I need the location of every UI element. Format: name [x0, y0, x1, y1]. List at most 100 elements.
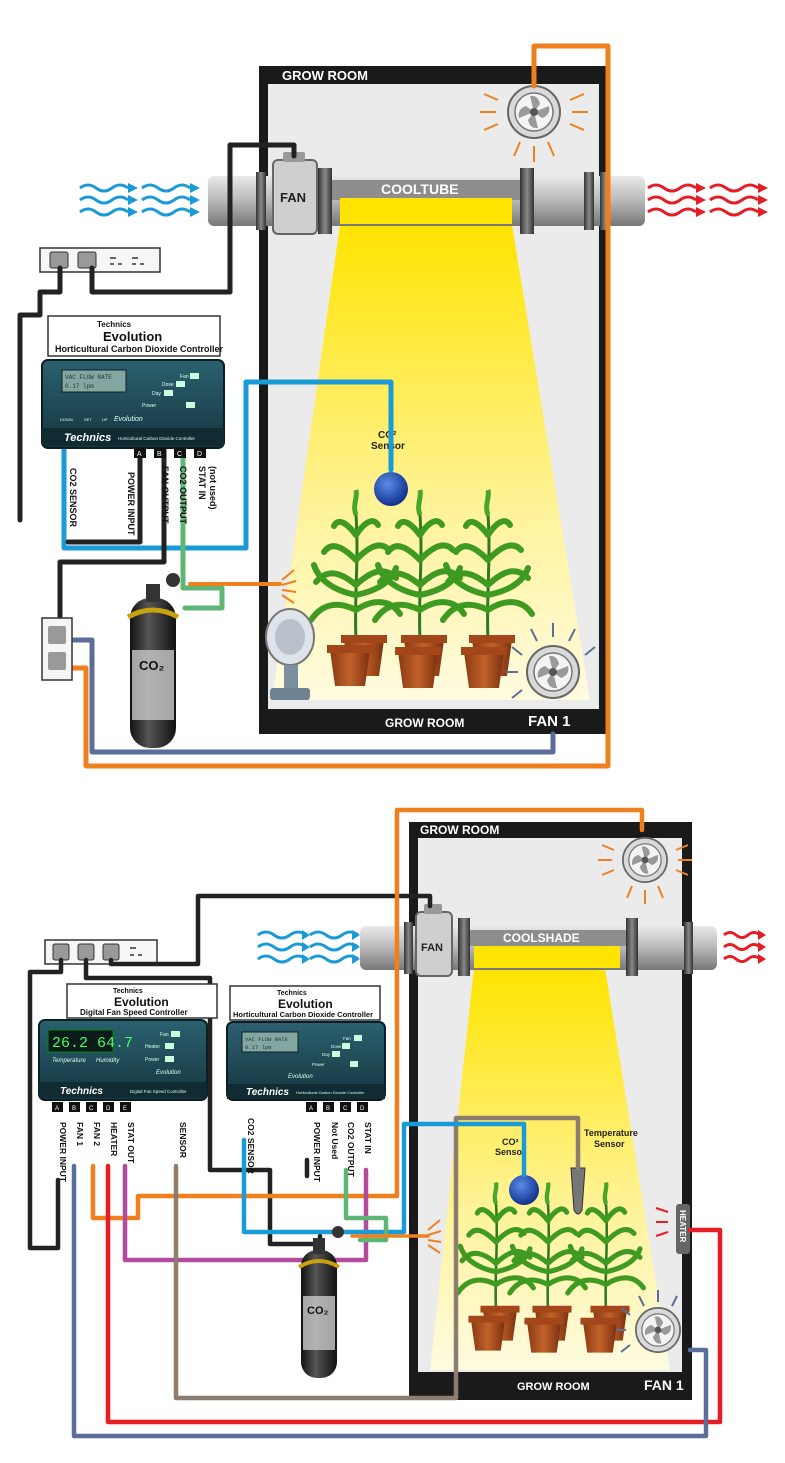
label-power-input-3: POWER INPUT — [312, 1122, 322, 1183]
fan1-unit-2 — [635, 1307, 681, 1353]
co2-controller-1-ind-3: Day — [152, 391, 161, 397]
fan1-air-arrows-2 — [616, 1290, 678, 1353]
inline-fan-1-label: FAN — [280, 190, 306, 205]
co2-sensor-2-label-1: CO² — [502, 1137, 519, 1147]
intake-air-arrows-1 — [79, 183, 191, 217]
cables-1 — [17, 43, 611, 769]
fan-controller-port-a: A — [55, 1106, 59, 1112]
co2-controller-2-port-a: A — [309, 1106, 313, 1112]
co2-controller-1-port-a: A — [137, 451, 142, 458]
co2-controller-2-title: Evolution — [278, 997, 333, 1011]
cable-fan-power-1 — [89, 142, 297, 295]
cable-controller-power-1 — [17, 265, 63, 523]
co2-controller-1-port-b: B — [157, 451, 162, 458]
cables-2 — [27, 807, 723, 1439]
inline-fan-2-label: FAN — [421, 942, 443, 954]
co2-controller-1-ind-2: Dose — [162, 382, 174, 388]
top-fan-air-arrows-1 — [480, 93, 588, 162]
label-not-used-2: Not Used — [330, 1122, 340, 1159]
cable-fan-output-1 — [57, 447, 167, 633]
co2-bottle-2: CO₂ — [297, 1226, 344, 1378]
co2-controller-2: Technics Evolution Horticultural Carbon … — [226, 985, 386, 1112]
top-circulating-fan-2 — [622, 837, 668, 883]
label-co2-output-2: CO2 OUTPUT — [346, 1122, 356, 1178]
co2-controller-2-logo: Technics — [246, 1087, 289, 1098]
label-fan2-2: FAN 2 — [92, 1122, 102, 1146]
cooltube-lamp-1 — [340, 198, 512, 224]
temp-sensor-label-2: Sensor — [594, 1139, 625, 1149]
co2-sensor-1-label-2: Sensor — [371, 441, 405, 452]
exhaust-air-arrows-2 — [723, 931, 761, 963]
label-stat-out-2: STAT OUT — [126, 1122, 136, 1164]
fan-controller-ind-1: Fan — [160, 1032, 169, 1038]
co2-controller-1: Technics Evolution Horticultural Carbon … — [41, 315, 225, 458]
co2-controller-2-brand: Technics — [277, 990, 307, 997]
co2-controller-1-script: Evolution — [114, 416, 143, 423]
intake-air-arrows-2 — [257, 930, 359, 964]
fan-controller-row-hum: Humidity — [96, 1058, 120, 1064]
co2-controller-1-ind-1: Fan — [180, 374, 189, 380]
diagram-1: GROW ROOM GROW ROOM FAN 1 — [17, 43, 768, 769]
co2-controller-1-ind-4: Power — [142, 403, 157, 409]
label-power-input-2: POWER INPUT — [58, 1122, 68, 1183]
fan-controller-ind-3: Power — [145, 1057, 160, 1063]
fan-controller-ind-2: Heater — [145, 1044, 160, 1050]
pedestal-fan-1 — [265, 608, 315, 700]
co2-controller-2-ind-2: Dose — [331, 1044, 342, 1049]
co2-controller-1-brand: Technics — [97, 320, 132, 329]
co2-controller-1-title: Evolution — [103, 329, 162, 344]
fan-controller-row-temp: Temperature — [52, 1058, 86, 1064]
label-fan-output-1: FAN OUTPUT — [160, 466, 170, 524]
cooltube-reflector-1 — [332, 180, 520, 200]
co2-controller-2-ind-1: Fan — [343, 1036, 351, 1041]
co2-controller-1-btn-down: DOWN — [60, 417, 73, 422]
fan-controller-port-d: D — [106, 1106, 111, 1112]
top-circulating-fan-1 — [507, 85, 561, 139]
fan1-air-arrows-1 — [506, 623, 596, 699]
socket-adaptor-1 — [41, 617, 73, 681]
grow-room-1-top-label: GROW ROOM — [282, 68, 368, 83]
grow-room-2-bottom-label: GROW ROOM — [517, 1381, 590, 1393]
label-power-input-1: POWER INPUT — [126, 472, 136, 536]
fan-controller-display: 26.2 64.7 — [52, 1035, 133, 1052]
fan-controller-brand: Technics — [113, 988, 143, 995]
co2-sensor-1 — [374, 472, 408, 506]
grow-room-2-top-label: GROW ROOM — [420, 823, 499, 837]
fan1-unit-1 — [526, 645, 580, 699]
coolshade-label: COOLSHADE — [503, 931, 580, 945]
label-co2-sensor-2: CO2 SENSOR — [246, 1118, 256, 1174]
diagram-2: GROW ROOM GROW ROOM FAN 1 COOLSHADE FAN — [27, 807, 766, 1439]
co2-controller-1-lcd-2: 0.17 lpm — [65, 383, 94, 390]
fan1-label-2: FAN 1 — [644, 1377, 684, 1393]
cable-power-input-1 — [65, 447, 143, 545]
temp-sensor-label-1: Temperature — [584, 1128, 638, 1138]
co2-controller-1-port-d: D — [197, 451, 202, 458]
top-fan-air-arrows-2 — [598, 844, 692, 904]
label-sensor-2: SENSOR — [178, 1122, 188, 1158]
fan-controller-strip: Digital Fan Speed Controller — [130, 1089, 187, 1094]
co2-controller-2-port-c: C — [343, 1106, 348, 1112]
co2-sensor-1-label-1: CO² — [378, 430, 397, 441]
cable-co2-sensor-1 — [61, 379, 394, 551]
grow-room-1-bottom-label: GROW ROOM — [385, 716, 464, 730]
fan-controller-port-c: C — [89, 1106, 94, 1112]
heater-arrows — [655, 1207, 669, 1237]
exhaust-air-arrows-1 — [647, 183, 759, 217]
fan-speed-controller: Technics Evolution Digital Fan Speed Con… — [38, 983, 218, 1112]
fan-controller-title: Evolution — [114, 995, 169, 1009]
co2-controller-2-strip: Horticultural Carbon Dioxide Controller — [296, 1090, 365, 1095]
label-not-used-1: (not used) — [208, 466, 218, 510]
co2-controller-1-port-c: C — [177, 451, 182, 458]
co2-sensor-2 — [509, 1175, 539, 1205]
co2-controller-1-strip: Horticultural Carbon Dioxide Controller — [118, 436, 196, 441]
co2-controller-2-port-b: B — [326, 1106, 330, 1112]
fan-controller-port-e: E — [123, 1106, 127, 1112]
co2-controller-1-subtitle: Horticultural Carbon Dioxide Controller — [55, 344, 224, 354]
co2-controller-2-ind-3: Day — [322, 1052, 331, 1057]
fan1-label-1: FAN 1 — [528, 713, 571, 730]
co2-sensor-2-label-2: Sensor — [495, 1147, 526, 1157]
co2-bottle-1: CO₂ — [126, 573, 180, 748]
label-stat-in-2: STAT IN — [363, 1122, 373, 1154]
label-co2-output-1: CO2 OUTPUT — [178, 466, 188, 525]
